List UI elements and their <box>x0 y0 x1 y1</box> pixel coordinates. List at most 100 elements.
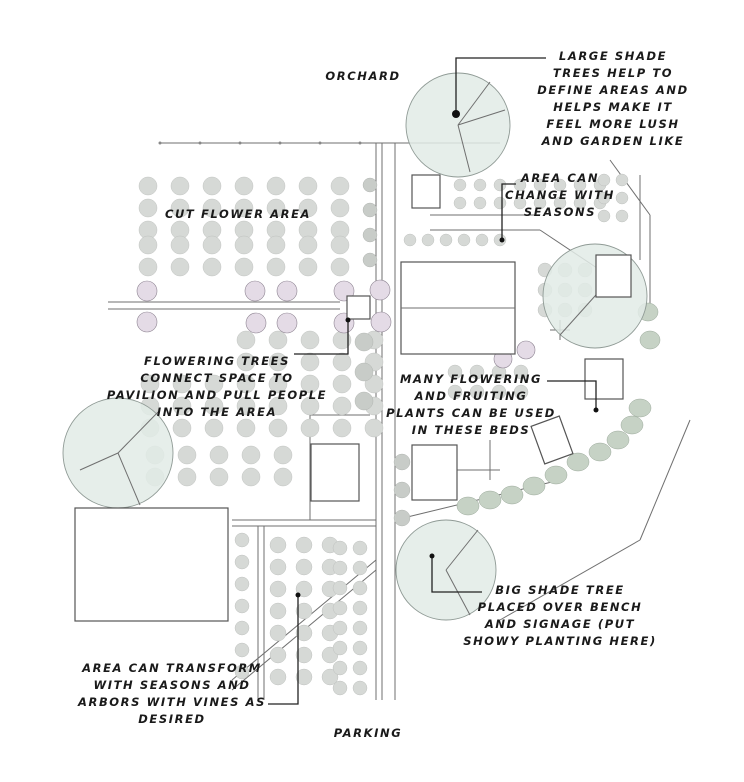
shrub <box>172 374 192 394</box>
shrub <box>615 173 629 187</box>
annotation-leaders <box>268 57 599 705</box>
shrub <box>273 467 293 487</box>
site-linework <box>108 142 691 700</box>
south-building <box>74 507 229 622</box>
shrub <box>300 418 320 438</box>
label-big-shade-tree: Big shade tree placed over bench and sig… <box>463 583 657 648</box>
shrub <box>204 396 224 416</box>
shrub <box>332 600 348 616</box>
shrub <box>298 176 318 196</box>
shrub <box>352 600 368 616</box>
shrub <box>295 624 313 642</box>
shrub <box>332 374 352 394</box>
shrub <box>204 374 224 394</box>
arbor-southeast <box>530 415 574 465</box>
shrub <box>332 580 348 596</box>
arbor-east <box>595 254 632 298</box>
shrub <box>177 467 197 487</box>
shrub <box>234 664 250 680</box>
shrub <box>332 640 348 656</box>
shrub <box>615 191 629 205</box>
shrub <box>273 445 293 465</box>
shrub <box>170 198 190 218</box>
shrub <box>352 640 368 656</box>
shrub <box>533 196 547 210</box>
shrub <box>266 235 286 255</box>
shrub <box>453 196 467 210</box>
shrub <box>295 646 313 664</box>
shrub <box>234 554 250 570</box>
shrub <box>177 445 197 465</box>
shrub <box>234 642 250 658</box>
shrub <box>268 418 288 438</box>
label-area-can-transform: Area can transform with seasons and arbo… <box>77 661 266 726</box>
shrub <box>597 173 611 187</box>
shrub <box>493 196 507 210</box>
shrub <box>269 624 287 642</box>
shrub <box>295 580 313 598</box>
shrub <box>236 352 256 372</box>
shrub <box>352 580 368 596</box>
shrub <box>493 178 507 192</box>
shrub <box>266 198 286 218</box>
shrub <box>469 384 485 400</box>
shrub <box>269 580 287 598</box>
shrub <box>475 233 489 247</box>
shrub <box>321 668 339 686</box>
shrub <box>202 257 222 277</box>
shrub <box>236 374 256 394</box>
label-parking: Parking <box>333 726 403 740</box>
shrub <box>352 680 368 696</box>
shrub <box>447 384 463 400</box>
arbor-bench <box>584 358 624 400</box>
shrub <box>138 235 158 255</box>
shrub <box>268 374 288 394</box>
shrub <box>332 540 348 556</box>
shrub <box>332 620 348 636</box>
path-trees <box>354 177 411 527</box>
shrub <box>138 176 158 196</box>
shrub <box>597 209 611 223</box>
shrub <box>513 364 529 380</box>
shrub <box>553 178 567 192</box>
shrub <box>209 467 229 487</box>
shrub <box>403 233 417 247</box>
shrub <box>170 176 190 196</box>
shrub <box>473 178 487 192</box>
shrub <box>457 233 471 247</box>
shrub <box>295 536 313 554</box>
shrub <box>234 176 254 196</box>
shrub <box>234 257 254 277</box>
shrub <box>364 418 384 438</box>
arbor-left <box>310 443 360 502</box>
label-many-flowering: Many flowering and fruiting plants can b… <box>386 372 556 437</box>
label-orchard: Orchard <box>325 69 401 83</box>
shrub <box>241 445 261 465</box>
shrub <box>298 235 318 255</box>
shrub <box>332 560 348 576</box>
shrub <box>453 178 467 192</box>
shrub <box>234 198 254 218</box>
shrub <box>234 235 254 255</box>
shrub <box>421 233 435 247</box>
shrub <box>269 602 287 620</box>
shrub <box>533 178 547 192</box>
shrub <box>332 680 348 696</box>
shrub <box>266 176 286 196</box>
shrub <box>234 576 250 592</box>
shrub <box>573 196 587 210</box>
shrub <box>138 257 158 277</box>
shrub <box>300 352 320 372</box>
shrub <box>447 364 463 380</box>
label-large-shade-trees: Large shade trees help to define areas a… <box>537 49 689 148</box>
shrub <box>295 558 313 576</box>
curved-hedge <box>456 302 661 516</box>
shrub <box>172 418 192 438</box>
shrub <box>268 352 288 372</box>
shrub <box>202 235 222 255</box>
shrub <box>332 352 352 372</box>
shrub <box>269 668 287 686</box>
shrub <box>300 396 320 416</box>
structures <box>74 174 632 622</box>
